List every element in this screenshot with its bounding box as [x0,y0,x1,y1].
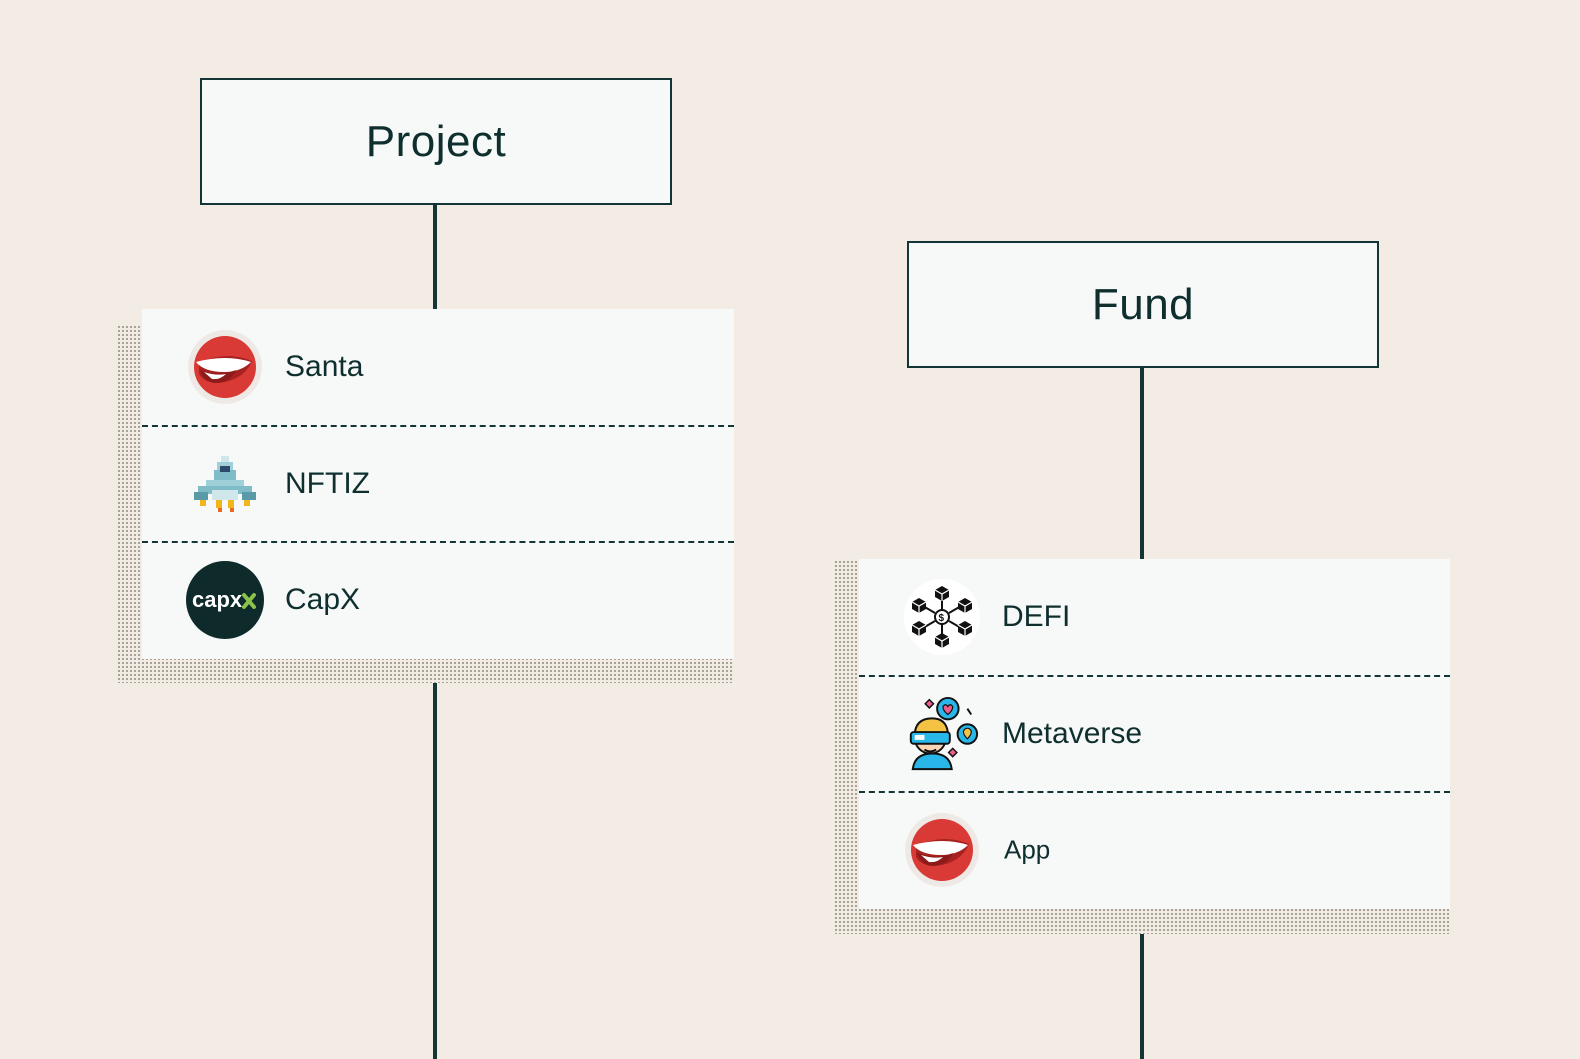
vr-headset-person-icon [903,695,981,773]
fund-title: Fund [1091,279,1195,329]
list-item-defi[interactable]: $ [859,559,1450,675]
list-item-label: App [1004,834,1051,865]
list-item-label: CapX [285,583,361,616]
list-item-label: DEFI [1002,600,1071,633]
list-item-label: Metaverse [1002,717,1143,750]
project-list: Santa [142,309,734,659]
list-item-app[interactable]: App [859,791,1450,907]
list-item-nftiz[interactable]: NFTIZ [142,425,734,541]
list-item-santa[interactable]: Santa [142,309,734,425]
project-connector-line-lower [433,655,437,1059]
fund-connector-line-lower [1140,905,1144,1059]
svg-text:$: $ [939,613,945,624]
list-item-metaverse[interactable]: Metaverse [859,675,1450,791]
capx-logo-icon: capx [186,561,264,639]
fund-list: $ [859,559,1450,909]
project-title: Project [365,116,507,166]
capx-logo-text: capx [192,587,243,612]
rocket-ship-icon [186,445,264,523]
list-item-label: NFTIZ [285,467,370,500]
santa-logo-icon [186,328,264,406]
fund-connector-line [1140,367,1144,565]
santa-logo-icon [903,811,981,889]
list-item-label: Santa [285,350,364,383]
fund-header: Fund [907,241,1379,368]
list-item-capx[interactable]: capx CapX [142,541,734,657]
blockchain-network-icon: $ [903,578,981,656]
project-header: Project [200,78,672,205]
project-connector-line [433,205,437,315]
